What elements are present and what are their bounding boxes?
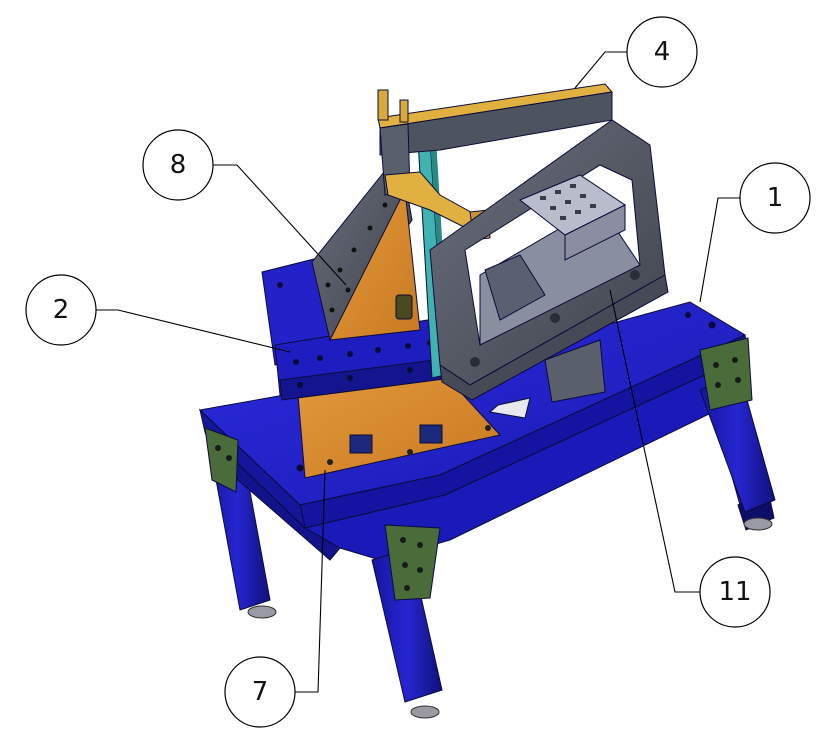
leg-front-left — [371, 547, 443, 719]
gray-window-frame — [429, 119, 669, 419]
corner-bracket-left — [204, 427, 239, 493]
gray-angled-plate — [311, 150, 413, 342]
callout-1-label: 1 — [767, 183, 784, 213]
lower-orange-plate — [297, 371, 501, 479]
callout-7-label: 7 — [252, 677, 269, 707]
callout-1: 1 — [699, 162, 811, 303]
corner-bracket-front — [384, 524, 441, 601]
callout-4: 4 — [574, 16, 698, 89]
callout-11: 11 — [609, 289, 771, 628]
callout-11-label: 11 — [718, 577, 751, 607]
callout-2: 2 — [25, 274, 291, 353]
callout-4-label: 4 — [654, 37, 671, 67]
callout-8-label: 8 — [170, 150, 187, 180]
callout-7: 7 — [224, 469, 326, 728]
callout-8: 8 — [142, 129, 347, 286]
callout-2-label: 2 — [53, 295, 70, 325]
orange-triangular-gusset — [329, 188, 421, 341]
corner-bracket-right — [699, 337, 753, 411]
